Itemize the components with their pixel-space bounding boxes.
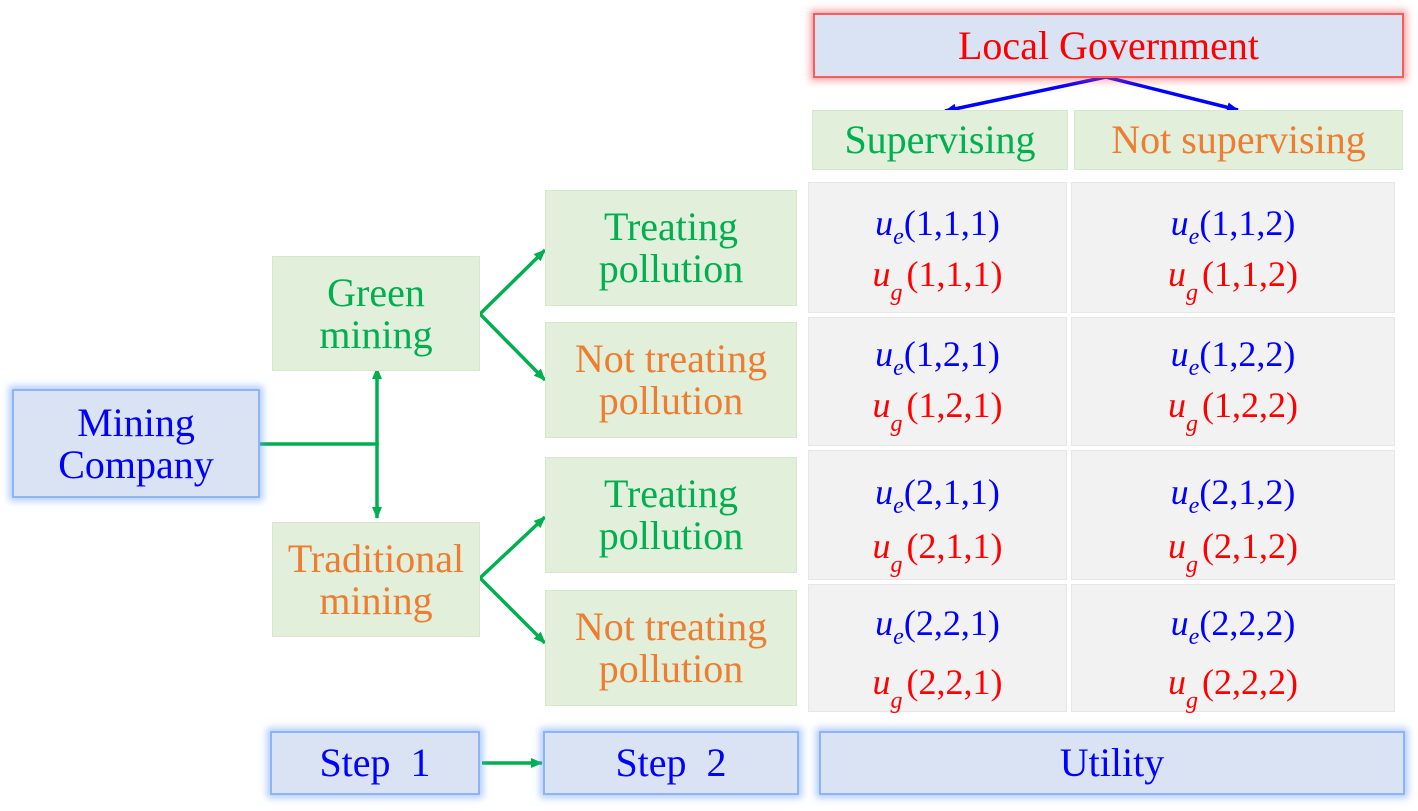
enterprise-utility: ue(1,1,2) <box>1170 203 1296 250</box>
government-utility: ug(2,2,2) <box>1168 662 1298 714</box>
arrow-green-treating <box>478 248 547 316</box>
traditional-treating-pollution-box: Treating pollution <box>545 457 797 573</box>
step1-label: Step 1 <box>270 731 480 795</box>
utility-cell: ue(2,1,2) ug(2,1,2) <box>1071 450 1395 580</box>
supervising-label: Supervising <box>812 110 1068 170</box>
arrow-green-not-treating <box>478 312 547 382</box>
enterprise-utility: ue(2,1,1) <box>875 472 1000 519</box>
government-utility: ug(1,1,1) <box>872 254 1003 306</box>
traditional-mining-box: Traditional mining <box>272 522 480 637</box>
utility-cell: ue(2,2,1) ug(2,2,1) <box>808 584 1067 714</box>
not-supervising-label: Not supervising <box>1074 110 1403 170</box>
enterprise-utility: ue(1,2,2) <box>1170 334 1296 381</box>
government-utility: ug(1,2,2) <box>1168 385 1298 437</box>
utility-cell: ue(1,2,1) ug(1,2,1) <box>808 317 1067 446</box>
green-mining-box: Green mining <box>272 256 480 371</box>
enterprise-utility: ue(1,1,1) <box>875 203 1000 250</box>
enterprise-utility: ue(2,1,2) <box>1170 472 1296 519</box>
utility-cell: ue(1,2,2) ug(1,2,2) <box>1071 317 1395 446</box>
mining-company-box: Mining Company <box>12 389 260 498</box>
arrow-gov-supervising <box>944 75 1107 114</box>
utility-cell: ue(2,2,2) ug(2,2,2) <box>1071 584 1395 714</box>
government-utility: ug(2,1,2) <box>1168 526 1298 578</box>
utility-label: Utility <box>819 731 1405 795</box>
enterprise-utility: ue(1,2,1) <box>875 334 1000 381</box>
government-utility: ug(1,1,2) <box>1168 254 1298 306</box>
step2-label: Step 2 <box>543 731 799 795</box>
government-utility: ug(2,2,1) <box>872 662 1003 714</box>
arrow-gov-not-supervising <box>1105 75 1239 113</box>
utility-cell: ue(1,1,1) ug(1,1,1) <box>808 182 1067 313</box>
government-utility: ug(1,2,1) <box>872 385 1003 437</box>
green-treating-pollution-box: Treating pollution <box>545 190 797 306</box>
enterprise-utility: ue(2,2,1) <box>875 603 1000 650</box>
government-utility: ug(2,1,1) <box>872 526 1003 578</box>
green-not-treating-pollution-box: Not treating pollution <box>545 322 797 438</box>
utility-cell: ue(2,1,1) ug(2,1,1) <box>808 450 1067 580</box>
utility-cell: ue(1,1,2) ug(1,1,2) <box>1071 182 1395 313</box>
arrow-traditional-treating <box>478 515 547 580</box>
arrow-traditional-not-treating <box>478 576 547 645</box>
enterprise-utility: ue(2,2,2) <box>1170 603 1296 650</box>
traditional-not-treating-pollution-box: Not treating pollution <box>545 590 797 706</box>
local-government-box: Local Government <box>813 13 1404 78</box>
